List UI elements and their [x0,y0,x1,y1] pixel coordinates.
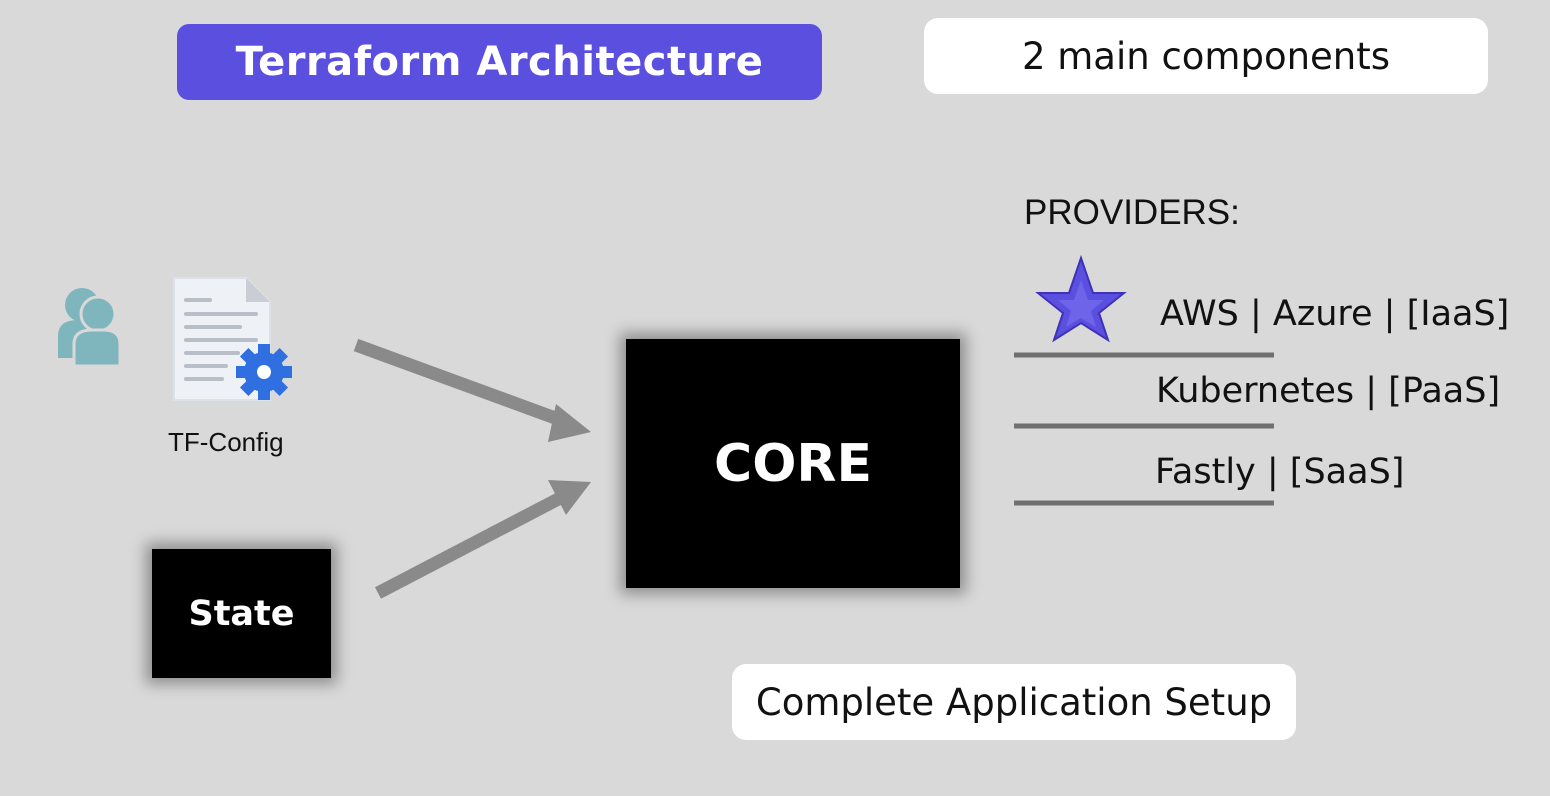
diagram-title: Terraform Architecture [177,24,822,100]
components-callout: 2 main components [924,18,1488,94]
arrow-config-to-core [353,338,591,442]
providers-heading: PROVIDERS: [1024,193,1240,232]
tf-config-label: TF-Config [168,427,284,457]
core-box: CORE [626,339,960,588]
arrow-state-to-core [374,480,591,599]
state-box: State [152,549,331,678]
provider-row-aws: AWS | Azure | [IaaS] [1160,294,1510,334]
provider-row-fastly: Fastly | [SaaS] [1155,452,1405,492]
setup-callout: Complete Application Setup [732,664,1296,740]
provider-row-kubernetes: Kubernetes | [PaaS] [1156,371,1501,411]
